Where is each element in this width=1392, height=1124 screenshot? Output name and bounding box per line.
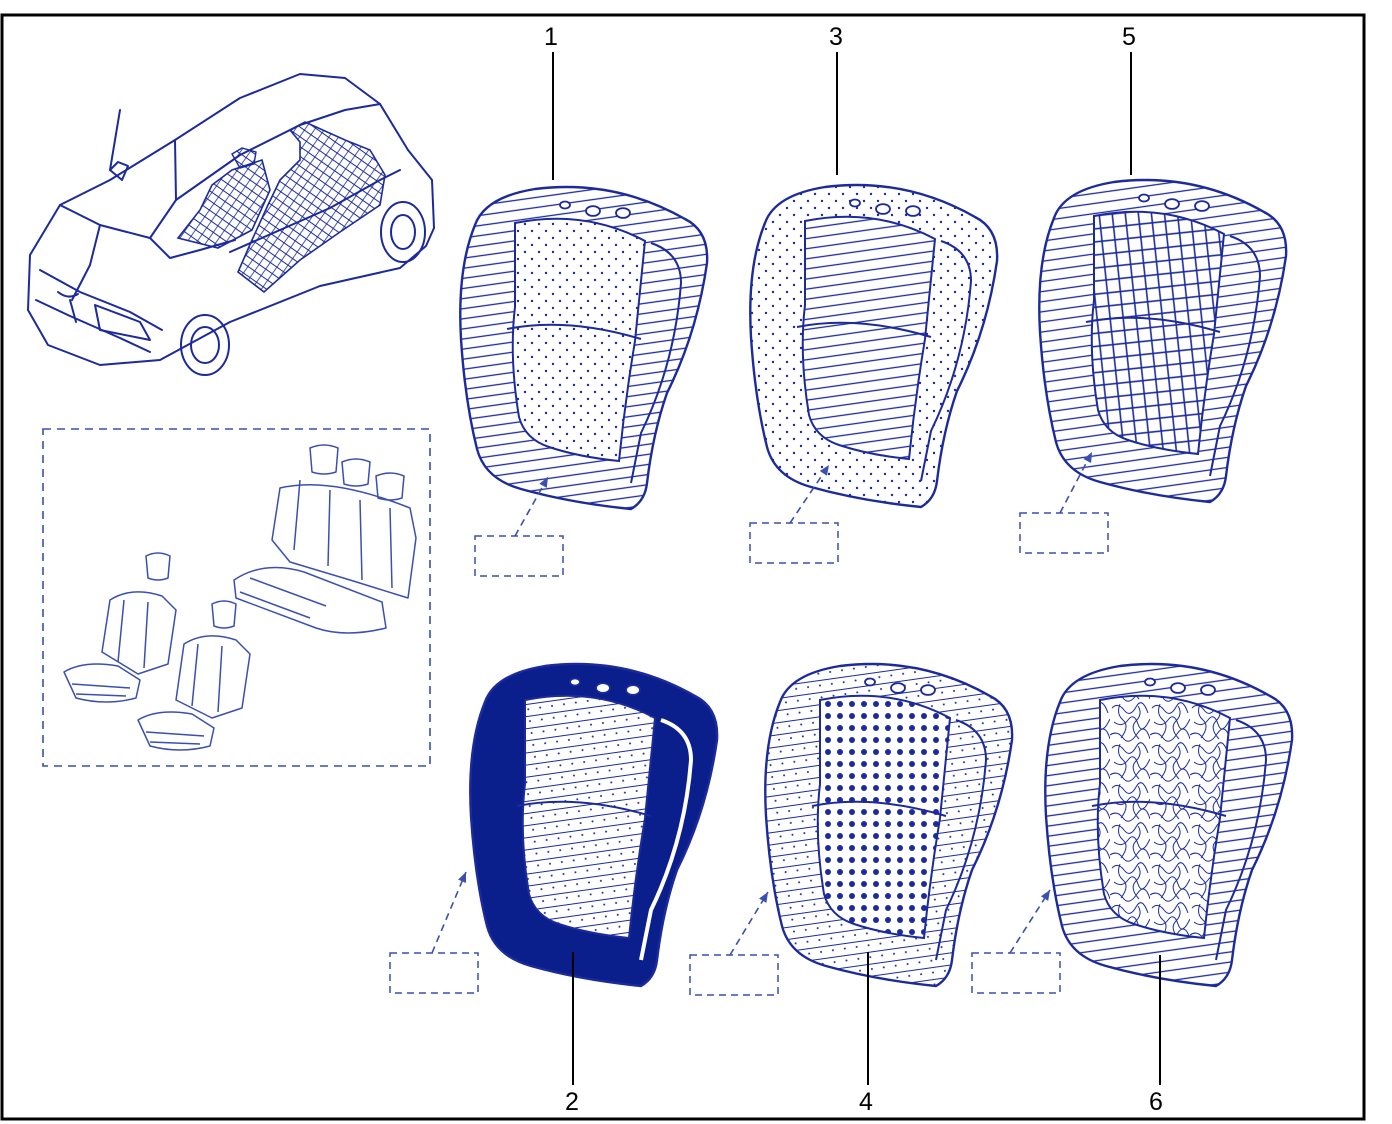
seat-set-panel — [42, 428, 431, 767]
seat-back-2-headrest-hole-3 — [569, 677, 581, 687]
seat-back-1-headrest-hole-2 — [615, 207, 631, 219]
seat-back-3-headrest-hole-1 — [875, 203, 891, 215]
seat-back-5-headrest-hole-3 — [1138, 193, 1150, 203]
seat-back-3-seam — [796, 321, 932, 338]
callout-group: 1 2 3 4 5 6 — [389, 23, 1163, 1116]
seat-back-4 — [764, 662, 1014, 988]
seat-back-2-headrest-hole-1 — [595, 682, 611, 694]
seat-back-2-bolster — [639, 718, 694, 961]
reference-arrowhead-3 — [819, 465, 829, 476]
reference-arrowhead-1 — [539, 477, 548, 488]
callout-number-2: 2 — [565, 1088, 579, 1116]
reference-box-5 — [1019, 512, 1109, 554]
seat-back-1-seam — [506, 323, 642, 340]
reference-arrow-4 — [729, 891, 769, 956]
seat-back-4-headrest-hole-2 — [920, 684, 936, 696]
seat-back-1 — [459, 185, 709, 511]
seat-back-1-panel — [511, 217, 647, 463]
seat-back-1-headrest-hole-1 — [585, 205, 601, 217]
reference-arrowhead-4 — [759, 892, 768, 903]
seat-set-icon — [63, 444, 417, 751]
seat-back-2 — [469, 662, 719, 988]
seat-back-4-headrest-hole-3 — [864, 677, 876, 687]
seat-back-4-panel — [816, 694, 952, 940]
seat-back-3-bolster — [920, 240, 973, 482]
seat-back-4-seam — [811, 800, 947, 817]
reference-box-6 — [971, 952, 1061, 994]
reference-arrow-2 — [431, 871, 467, 954]
seat-back-6-bolster — [1215, 719, 1268, 961]
seat-back-5-headrest-hole-1 — [1164, 198, 1180, 210]
seat-back-3-panel — [801, 215, 937, 461]
seat-back-2-headrest-hole-2 — [625, 684, 641, 696]
reference-box-4 — [689, 954, 779, 996]
callout-number-1: 1 — [544, 23, 558, 51]
seat-back-6-headrest-hole-2 — [1200, 684, 1216, 696]
seat-back-2-panel — [521, 694, 657, 940]
callout-number-5: 5 — [1122, 23, 1136, 51]
seat-back-3-headrest-hole-2 — [905, 205, 921, 217]
seat-back-6-panel — [1096, 694, 1232, 940]
seat-back-5-panel — [1090, 210, 1226, 456]
seat-back-6-headrest-hole-3 — [1144, 677, 1156, 687]
reference-box-2 — [389, 952, 479, 994]
seat-back-5 — [1038, 178, 1288, 504]
seat-back-6 — [1044, 662, 1294, 988]
diagram-frame — [0, 13, 1366, 1121]
seat-back-3-headrest-hole-3 — [849, 198, 861, 208]
seat-back-5-bolster — [1209, 235, 1262, 477]
reference-arrow-6 — [1009, 889, 1051, 954]
seat-back-group — [459, 178, 1294, 988]
callout-number-4: 4 — [859, 1088, 873, 1116]
callout-number-6: 6 — [1149, 1088, 1163, 1116]
seat-back-6-seam — [1091, 800, 1227, 817]
seat-back-1-headrest-hole-3 — [559, 200, 571, 210]
reference-arrowhead-5 — [1083, 452, 1092, 463]
seat-back-4-bolster — [935, 719, 988, 961]
seat-back-2-seam — [516, 800, 652, 817]
seat-back-3 — [749, 183, 999, 509]
reference-box-3 — [749, 522, 839, 564]
seat-back-5-seam — [1085, 316, 1221, 333]
seat-back-5-headrest-hole-2 — [1194, 200, 1210, 212]
reference-arrowhead-2 — [458, 872, 467, 883]
seat-back-4-headrest-hole-1 — [890, 682, 906, 694]
car-seat-mesh — [176, 121, 386, 294]
callout-number-3: 3 — [829, 23, 843, 51]
reference-arrowhead-6 — [1040, 890, 1050, 901]
seat-back-1-bolster — [630, 242, 683, 484]
reference-box-1 — [474, 535, 564, 577]
seat-back-6-headrest-hole-1 — [1170, 682, 1186, 694]
